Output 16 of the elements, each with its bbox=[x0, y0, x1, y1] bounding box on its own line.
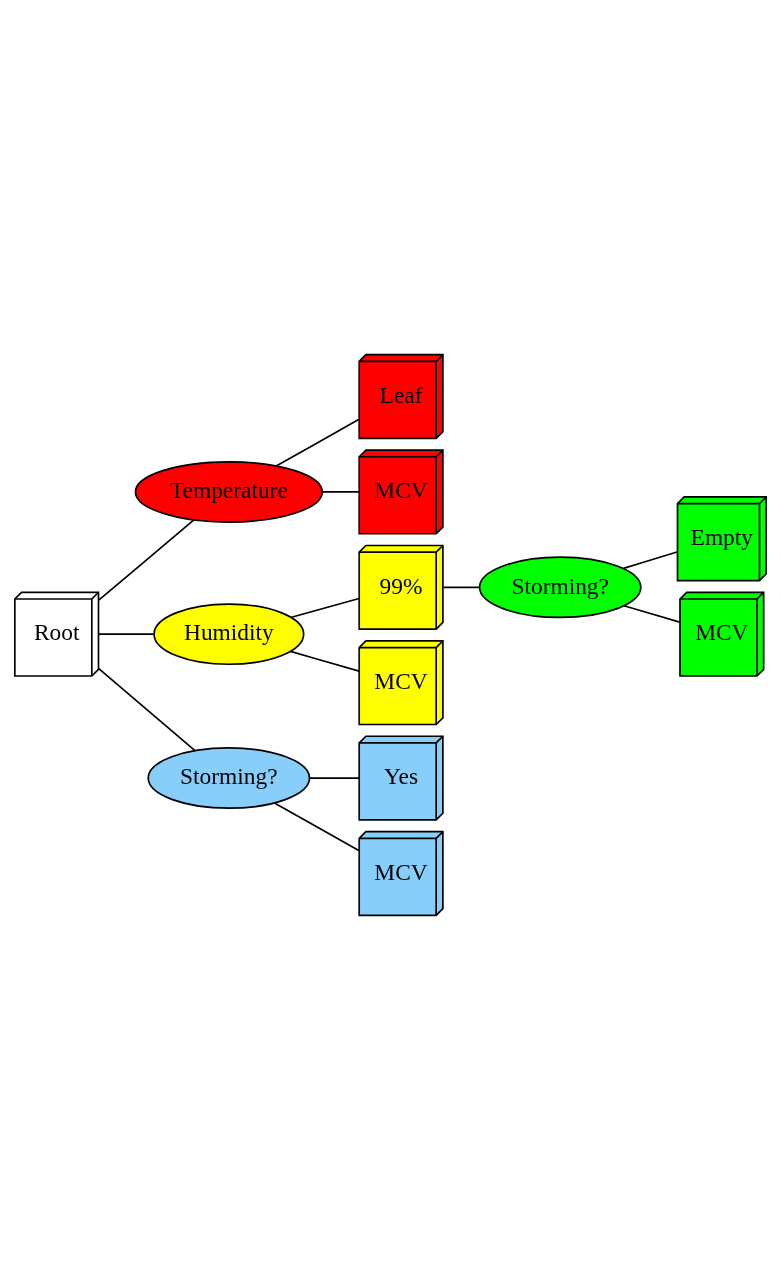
connector bbox=[275, 418, 360, 467]
node-ellipse: Humidity bbox=[153, 603, 305, 666]
connector bbox=[97, 667, 196, 752]
connector bbox=[623, 604, 681, 623]
connector bbox=[308, 777, 360, 779]
connector bbox=[274, 802, 360, 852]
node-ellipse: Temperature bbox=[134, 460, 324, 523]
node-ellipse: Storming? bbox=[147, 747, 311, 810]
connector bbox=[289, 650, 360, 672]
connector bbox=[622, 551, 678, 570]
connector bbox=[97, 633, 155, 635]
node-ellipse: Storming? bbox=[478, 556, 642, 619]
connector bbox=[97, 519, 195, 601]
connector bbox=[442, 586, 481, 589]
connector bbox=[322, 491, 360, 493]
connector bbox=[290, 597, 360, 619]
